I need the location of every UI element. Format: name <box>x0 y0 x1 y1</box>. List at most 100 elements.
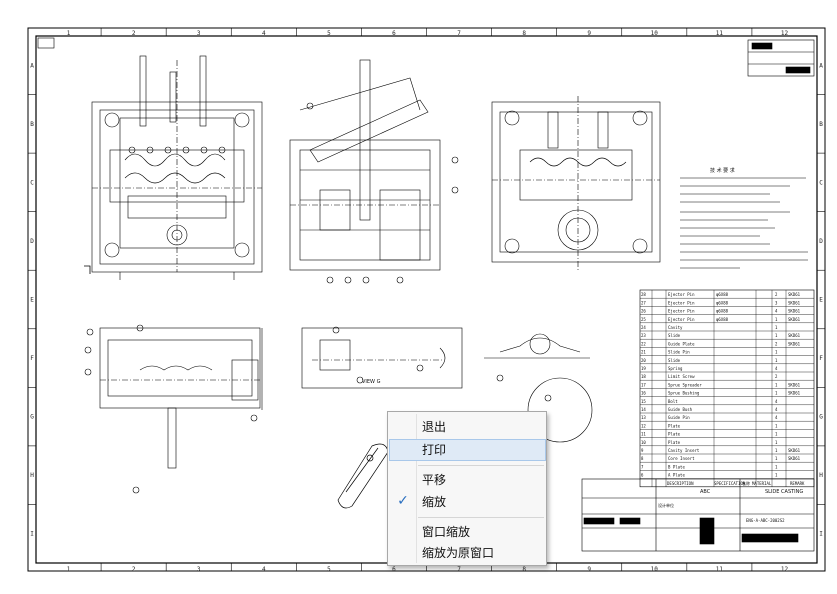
border-row-label: A <box>30 62 34 69</box>
bom-cell: 18 <box>641 374 646 379</box>
border-column-label: 10 <box>651 566 659 573</box>
menu-item-label: 打印 <box>422 443 447 457</box>
section-view-g <box>301 326 463 389</box>
bom-cell: SKD61 <box>788 391 801 396</box>
bom-cell: 1 <box>775 432 778 437</box>
bom-cell: 4 <box>775 407 778 412</box>
border-row-label: G <box>819 414 823 421</box>
menu-icon-gutter <box>416 414 417 563</box>
bom-cell: 8 <box>641 456 644 461</box>
context-menu: 退出 打印 平移 ✓ 缩放 窗口缩放 缩放为原窗口 <box>387 411 547 566</box>
bom-cell: 1 <box>775 333 778 338</box>
bom-cell: 23 <box>641 333 646 338</box>
notes-heading: 技 术 要 求 <box>710 167 735 174</box>
mold-front-view <box>84 55 263 280</box>
bom-cell: Sprue Spreader <box>668 382 702 387</box>
bom-cell: Plate <box>668 440 681 445</box>
bom-cell: φ6X88 <box>716 317 729 322</box>
border-column-label: 3 <box>197 566 201 573</box>
bom-cell: 2 <box>775 374 778 379</box>
bom-cell: 1 <box>775 448 778 453</box>
bom-cell: 1 <box>775 464 778 469</box>
bom-cell: 1 <box>775 391 778 396</box>
bom-cell: A Plate <box>668 473 685 478</box>
tolerance-table <box>747 39 815 77</box>
bom-cell: 20 <box>641 358 646 363</box>
bom-cell: 1 <box>775 423 778 428</box>
bom-cell: 16 <box>641 391 646 396</box>
border-row-label: H <box>819 472 823 479</box>
border-column-label: 7 <box>457 566 461 573</box>
bom-cell: SKD61 <box>788 456 801 461</box>
part-isometric <box>337 443 389 509</box>
bom-cell: 21 <box>641 350 646 355</box>
border-column-label: 4 <box>262 566 266 573</box>
bom-cell: SKD61 <box>788 309 801 314</box>
border-column-label: 12 <box>781 566 789 573</box>
bom-cell: Ejector Pin <box>668 300 695 305</box>
bom-cell: Ejector Pin <box>668 292 695 297</box>
bom-cell: Ejector Pin <box>668 317 695 322</box>
border-column-label: 11 <box>716 30 724 37</box>
bom-cell: Limit Screw <box>668 374 695 379</box>
border-column-label: 4 <box>262 30 266 37</box>
bom-cell: 1 <box>775 473 778 478</box>
bom-cell: Guide Pin <box>668 415 690 420</box>
bom-cell: φ6X88 <box>716 300 729 305</box>
border-column-label: 5 <box>327 566 331 573</box>
bom-cell: 1 <box>775 382 778 387</box>
border-column-label: 1 <box>67 30 71 37</box>
bom-cell: 7 <box>641 464 644 469</box>
menu-item-print[interactable]: 打印 <box>389 439 546 461</box>
bom-cell: 1 <box>775 440 778 445</box>
border-row-label: E <box>819 297 823 304</box>
bom-cell: 27 <box>641 300 646 305</box>
bom-cell: 15 <box>641 399 646 404</box>
bom-footer-label: DESCRIPTION <box>667 481 694 486</box>
border-row-label: H <box>30 472 34 479</box>
bom-cell: SKD61 <box>788 333 801 338</box>
bom-cell: 14 <box>641 407 646 412</box>
bom-cell: 6 <box>641 473 644 478</box>
menu-item-label: 缩放 <box>422 495 447 509</box>
bom-footer-label: MATERIAL <box>752 481 772 486</box>
border-row-label: I <box>819 531 823 538</box>
border-row-label: C <box>819 179 823 186</box>
border-column-label: 6 <box>392 30 396 37</box>
bom-cell: B Plate <box>668 464 685 469</box>
bom-cell: 4 <box>775 309 778 314</box>
border-row-label: G <box>30 414 34 421</box>
bom-cell: Spring <box>668 366 683 371</box>
technical-notes: 技 术 要 求 <box>680 167 808 269</box>
border-row-label: F <box>30 355 34 362</box>
bom-cell: Ejector Pin <box>668 309 695 314</box>
bom-cell: 13 <box>641 415 646 420</box>
bom-cell: 24 <box>641 325 646 330</box>
menu-item-window-zoom[interactable]: 窗口缩放 <box>389 521 546 543</box>
menu-item-zoom-original[interactable]: 缩放为原窗口 <box>389 542 546 564</box>
bom-cell: SKD61 <box>788 292 801 297</box>
bom-cell: 1 <box>775 325 778 330</box>
menu-item-zoom[interactable]: ✓ 缩放 <box>389 491 546 513</box>
border-column-label: 10 <box>651 30 659 37</box>
border-row-label: I <box>30 531 34 538</box>
detail-view <box>484 333 593 443</box>
menu-item-pan[interactable]: 平移 <box>389 469 546 491</box>
bom-cell: φ6X88 <box>716 309 729 314</box>
bom-cell: Slide <box>668 358 681 363</box>
bom-cell: 4 <box>775 366 778 371</box>
border-column-label: 6 <box>392 566 396 573</box>
bom-cell: 4 <box>775 415 778 420</box>
bom-cell: SKD61 <box>788 317 801 322</box>
bom-cell: 3 <box>775 300 778 305</box>
bom-footer-label: REMARK <box>790 481 805 486</box>
bom-cell: Plate <box>668 423 681 428</box>
title-part-name: SLIDE CASTING <box>765 489 803 495</box>
bom-cell: SKD61 <box>788 382 801 387</box>
menu-separator <box>418 465 544 466</box>
bom-cell: Guide Bush <box>668 407 693 412</box>
menu-item-exit[interactable]: 退出 <box>389 416 546 438</box>
bom-cell: Slide <box>668 333 681 338</box>
bom-cell: 25 <box>641 317 646 322</box>
